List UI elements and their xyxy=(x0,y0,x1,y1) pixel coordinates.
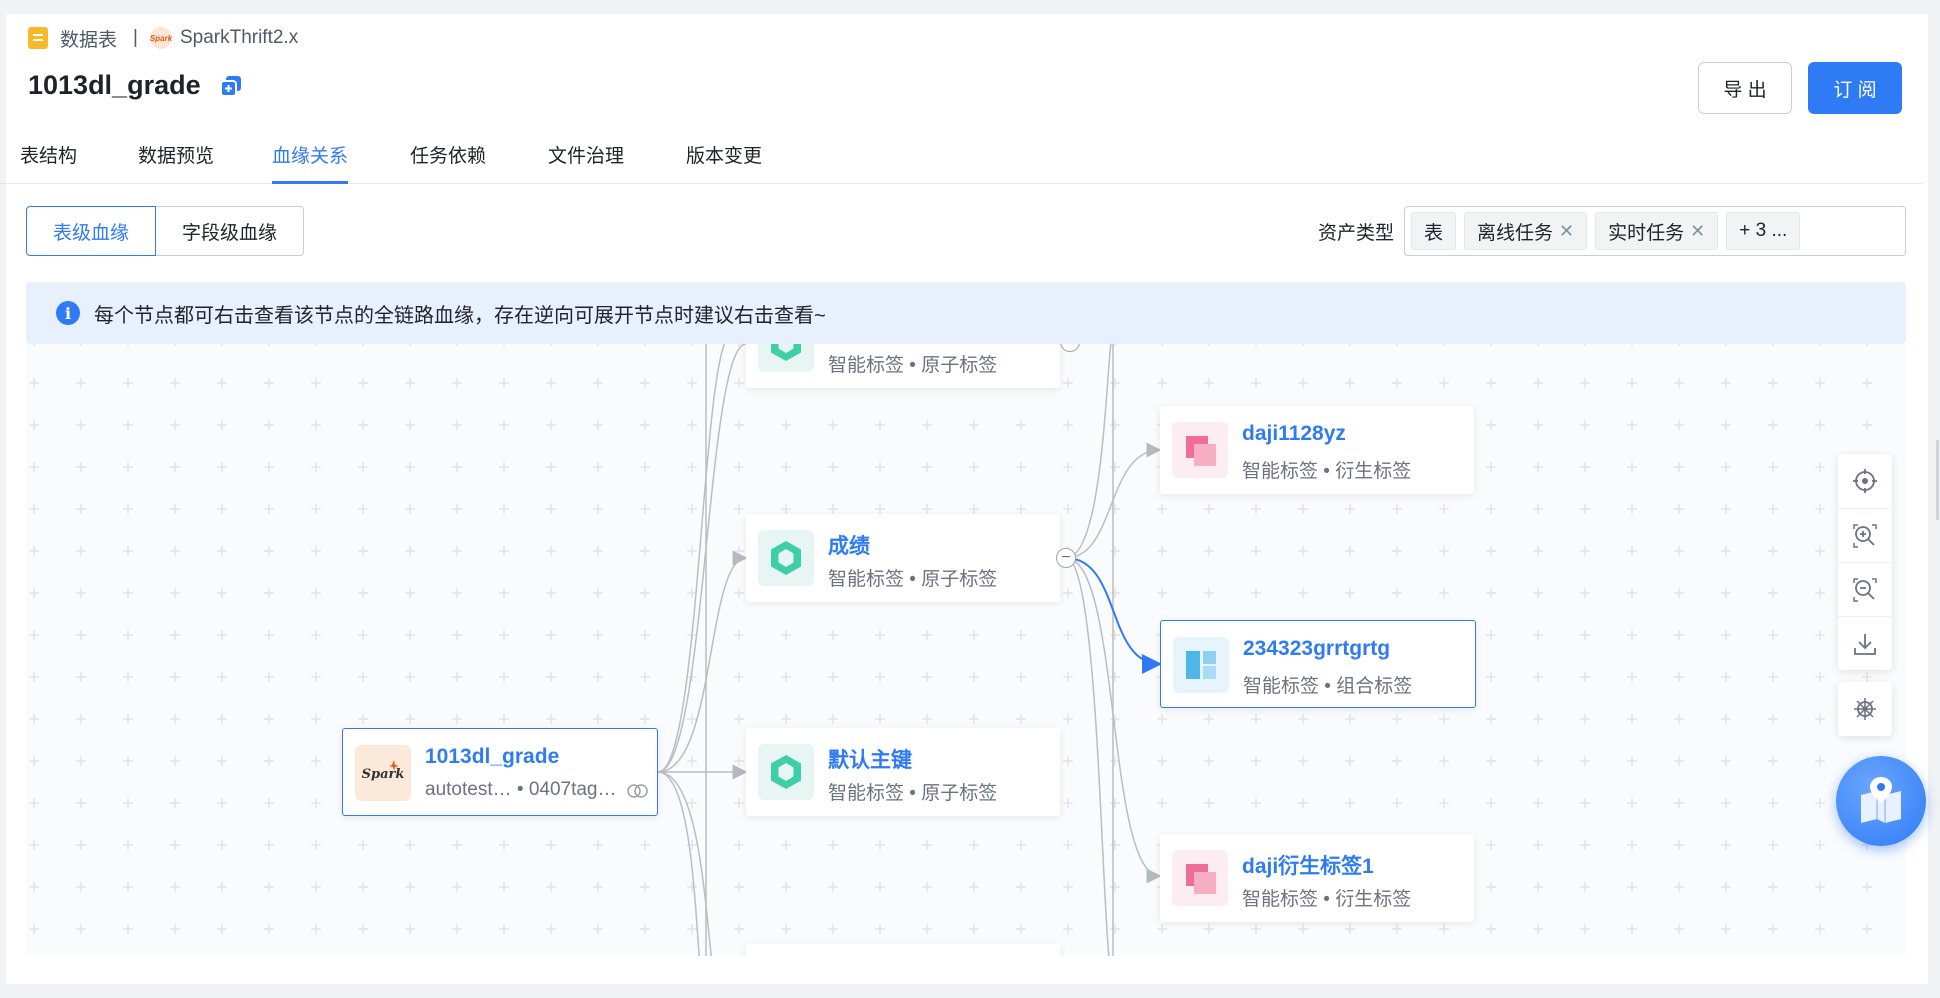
spark-icon: Spark xyxy=(355,745,411,801)
map-guide-button[interactable] xyxy=(1836,756,1926,846)
asset-type-select[interactable]: 表 离线任务✕ 实时任务✕ + 3 ... xyxy=(1404,206,1906,256)
info-notice: i 每个节点都可右击查看该节点的全链路血缘，存在逆向可展开节点时建议右击查看~ xyxy=(26,282,1906,344)
tab-task-dependency[interactable]: 任务依赖 xyxy=(410,146,487,167)
lineage-node-chengji[interactable]: 成绩 智能标签 • 原子标签 xyxy=(746,514,1060,602)
derived-tag-icon xyxy=(1172,422,1228,478)
asset-type-label: 资产类型 xyxy=(1318,223,1395,244)
lineage-node-daji-derived[interactable]: daji衍生标签1 智能标签 • 衍生标签 xyxy=(1160,834,1474,922)
tab-version-change[interactable]: 版本变更 xyxy=(686,146,763,167)
download-button[interactable] xyxy=(1838,616,1892,670)
combined-tag-icon xyxy=(1173,637,1229,693)
scrollbar[interactable] xyxy=(1936,440,1939,520)
lineage-node-default-key[interactable]: 默认主键 智能标签 • 原子标签 xyxy=(746,728,1060,816)
table-icon xyxy=(28,27,48,49)
table-lineage-button[interactable]: 表级血缘 xyxy=(26,206,157,256)
collapse-toggle[interactable]: − xyxy=(1056,548,1076,568)
asset-tag-more[interactable]: + 3 ... xyxy=(1726,212,1801,250)
info-icon: i xyxy=(56,301,80,325)
node-title: daji1128yz xyxy=(1242,422,1346,445)
map-book-icon xyxy=(1861,777,1901,823)
lineage-node[interactable]: 智能标签 • 原子标签 xyxy=(746,344,1060,388)
asset-tag: 离线任务✕ xyxy=(1464,212,1588,250)
lineage-level-toggle: 表级血缘 字段级血缘 xyxy=(26,206,305,256)
canvas-grid xyxy=(26,344,1906,956)
page-title: 1013dl_grade xyxy=(28,70,201,100)
lineage-canvas[interactable]: 智能标签 • 原子标签 − 成绩 智能标签 • 原子标签 − 默认主键 智能标签… xyxy=(26,344,1906,956)
spark-icon: Spark xyxy=(150,27,172,49)
canvas-toolbar xyxy=(1838,454,1892,670)
lineage-node-grrtgrtg[interactable]: 234323grrtgrtg 智能标签 • 组合标签 xyxy=(1160,620,1476,708)
subscribe-button[interactable]: 订 阅 xyxy=(1808,62,1902,114)
node-subtitle: 智能标签 • 原子标签 xyxy=(828,355,998,376)
breadcrumb-source[interactable]: SparkThrift2.x xyxy=(179,27,299,48)
close-icon[interactable]: ✕ xyxy=(1559,220,1575,241)
layout-button[interactable] xyxy=(1838,682,1892,736)
node-title: 默认主键 xyxy=(828,749,912,772)
zoom-in-button[interactable] xyxy=(1838,508,1892,562)
node-title: daji衍生标签1 xyxy=(1242,855,1374,878)
node-subtitle: 智能标签 • 原子标签 xyxy=(828,783,998,804)
lineage-edges xyxy=(657,344,1162,956)
tab-data-preview[interactable]: 数据预览 xyxy=(138,146,215,167)
tab-lineage[interactable]: 血缘关系 xyxy=(272,142,349,184)
tab-file-governance[interactable]: 文件治理 xyxy=(548,146,625,167)
node-subtitle: autotest… • 0407tag… xyxy=(425,779,617,800)
node-subtitle: 智能标签 • 衍生标签 xyxy=(1242,889,1412,910)
breadcrumb-section[interactable]: 数据表 xyxy=(60,29,118,51)
locate-button[interactable] xyxy=(1838,454,1892,508)
zoom-out-icon xyxy=(1853,577,1877,602)
node-title: 1013dl_grade xyxy=(425,745,560,768)
hexagon-icon xyxy=(758,344,814,372)
node-title: 成绩 xyxy=(828,535,870,558)
node-subtitle: 智能标签 • 衍生标签 xyxy=(1242,461,1412,482)
export-button[interactable]: 导 出 xyxy=(1698,62,1792,114)
breadcrumb-separator: | xyxy=(133,27,138,48)
tab-bar: 表结构 数据预览 血缘关系 任务依赖 文件治理 版本变更 xyxy=(0,142,1922,184)
link-icon[interactable] xyxy=(627,783,649,799)
derived-tag-icon xyxy=(1172,850,1228,906)
asset-tag: 实时任务✕ xyxy=(1595,212,1719,250)
zoom-in-icon xyxy=(1853,523,1877,548)
node-subtitle: 智能标签 • 原子标签 xyxy=(828,569,998,590)
node-subtitle: 智能标签 • 组合标签 xyxy=(1243,676,1413,697)
breadcrumb: 数据表 | Spark SparkThrift2.x xyxy=(28,24,298,52)
tab-table-structure[interactable]: 表结构 xyxy=(20,146,78,167)
download-icon xyxy=(1854,633,1876,655)
node-title: 234323grrtgrtg xyxy=(1243,637,1391,660)
notice-text: 每个节点都可右击查看该节点的全链路血缘，存在逆向可展开节点时建议右击查看~ xyxy=(94,304,826,327)
field-lineage-button[interactable]: 字段级血缘 xyxy=(156,206,305,256)
hexagon-icon xyxy=(758,744,814,800)
lineage-node[interactable] xyxy=(746,944,1060,956)
copy-icon[interactable] xyxy=(220,75,242,97)
lineage-node-daji1128yz[interactable]: daji1128yz 智能标签 • 衍生标签 xyxy=(1160,406,1474,494)
helm-icon xyxy=(1854,698,1876,720)
svg-text:Spark: Spark xyxy=(362,767,405,782)
asset-tag: 表 xyxy=(1411,212,1457,250)
close-icon[interactable]: ✕ xyxy=(1690,220,1706,241)
lineage-node-source[interactable]: Spark 1013dl_grade autotest… • 0407tag… xyxy=(342,728,658,816)
locate-icon xyxy=(1853,469,1877,493)
hexagon-icon xyxy=(758,530,814,586)
zoom-out-button[interactable] xyxy=(1838,562,1892,616)
